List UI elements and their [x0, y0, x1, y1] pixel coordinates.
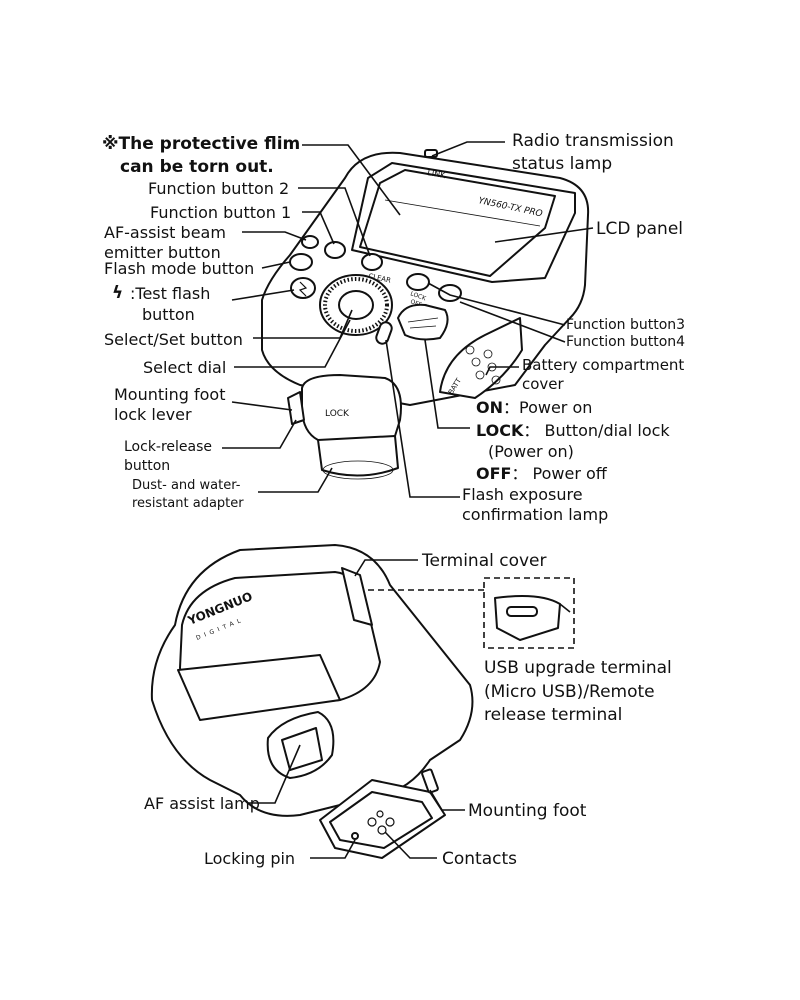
function-button-1[interactable]	[324, 241, 346, 259]
function-button-4[interactable]	[438, 284, 462, 302]
label-af-assist-lamp: AF assist lamp	[144, 794, 260, 813]
test-flash-button[interactable]	[290, 277, 316, 299]
label-locking-pin: Locking pin	[204, 849, 296, 868]
label-battery-cover-1: Battery compartment	[522, 356, 685, 374]
locking-pin	[351, 832, 359, 840]
label-fec-lamp-2: confirmation lamp	[462, 505, 609, 524]
on-key: ON	[476, 398, 503, 417]
label-af-assist-emitter-1: AF-assist beam	[104, 223, 226, 242]
micro-usb-port	[506, 606, 538, 617]
battery-cover[interactable]	[439, 317, 523, 399]
label-usb-2: (Micro USB)/Remote	[484, 682, 655, 702]
lock-collar-text: LOCK	[325, 409, 350, 419]
label-select-dial: Select dial	[143, 358, 227, 377]
dial-knurl	[323, 277, 389, 333]
off-desc: ： Power off	[511, 464, 607, 483]
flash-exposure-lamp	[375, 321, 393, 345]
link-text: LINK	[427, 168, 447, 180]
top-device-illustration: LINK YN560-TX PRO CLEAR LOCK OFF ON BAT	[261, 149, 590, 480]
label-usb-1: USB upgrade terminal	[484, 658, 672, 678]
label-flash-mode-button: Flash mode button	[104, 259, 255, 278]
lightning-bolt-icon	[298, 281, 308, 297]
label-adapter-1: Dust- and water-	[132, 478, 241, 493]
terminal-cover[interactable]	[341, 567, 373, 626]
label-test-flash-1: :Test flash	[130, 284, 211, 303]
select-set-button[interactable]	[338, 290, 374, 320]
label-lcd-panel: LCD panel	[596, 219, 684, 239]
usb-detail-box	[483, 577, 575, 649]
function-button-3[interactable]	[406, 273, 430, 291]
label-radio-lamp-1: Radio transmission	[512, 131, 674, 151]
label-contacts: Contacts	[442, 849, 517, 869]
label-adapter-2: resistant adapter	[132, 496, 244, 511]
lock-key: LOCK	[476, 421, 524, 440]
label-select-set-button: Select/Set button	[104, 330, 243, 349]
label-function-button-1: Function button 1	[150, 203, 292, 222]
foot-lever-rear	[421, 768, 439, 794]
label-terminal-cover: Terminal cover	[422, 551, 547, 571]
label-radio-lamp-2: status lamp	[512, 154, 613, 174]
label-mounting-foot-lever-2: lock lever	[114, 405, 192, 424]
label-usb-3: release terminal	[484, 705, 623, 725]
contacts	[367, 810, 395, 835]
flash-mode-button[interactable]	[289, 253, 313, 271]
label-function-button-3: Function button3	[566, 317, 686, 333]
usb-terminal-detail	[368, 577, 575, 649]
power-lock-row: LOCK： Button/dial lock	[476, 420, 670, 442]
protective-film-note-line1: ※The protective flim	[102, 134, 301, 154]
label-test-flash-2: button	[142, 305, 195, 324]
label-battery-cover-2: cover	[522, 375, 564, 393]
protective-film-note-line2: can be torn out.	[120, 157, 274, 177]
on-desc: ：Power on	[503, 398, 593, 417]
power-off-row: OFF： Power off	[476, 463, 607, 485]
label-lock-release-1: Lock-release	[124, 439, 213, 455]
dust-water-adapter	[317, 435, 399, 477]
lock-desc: ： Button/dial lock	[523, 421, 670, 440]
af-assist-beam-button[interactable]	[301, 235, 319, 249]
label-lock-release-2: button	[124, 458, 171, 474]
function-button-2[interactable]	[361, 253, 383, 271]
power-on-row: ON：Power on	[476, 397, 592, 419]
lightning-bolt-icon: ϟ	[112, 283, 124, 303]
label-function-button-2: Function button 2	[148, 179, 290, 198]
rear-window	[177, 654, 341, 721]
label-af-assist-emitter-2: emitter button	[104, 243, 221, 262]
mounting-foot-lever[interactable]	[287, 391, 305, 425]
label-mounting-foot: Mounting foot	[468, 801, 587, 821]
label-mounting-foot-lever-1: Mounting foot	[114, 385, 226, 404]
label-function-button-4: Function button4	[566, 334, 686, 350]
lock-desc-2: (Power on)	[488, 442, 574, 461]
leader-lines	[222, 141, 594, 859]
mounting-foot-collar[interactable]	[301, 374, 402, 445]
radio-status-lamp	[424, 149, 438, 158]
power-switch[interactable]	[397, 303, 449, 341]
label-fec-lamp-1: Flash exposure	[462, 485, 583, 504]
off-key: OFF	[476, 464, 512, 483]
bottom-device-illustration: YONGNUO DIGITAL	[150, 544, 474, 859]
lcd-screen	[359, 169, 556, 277]
